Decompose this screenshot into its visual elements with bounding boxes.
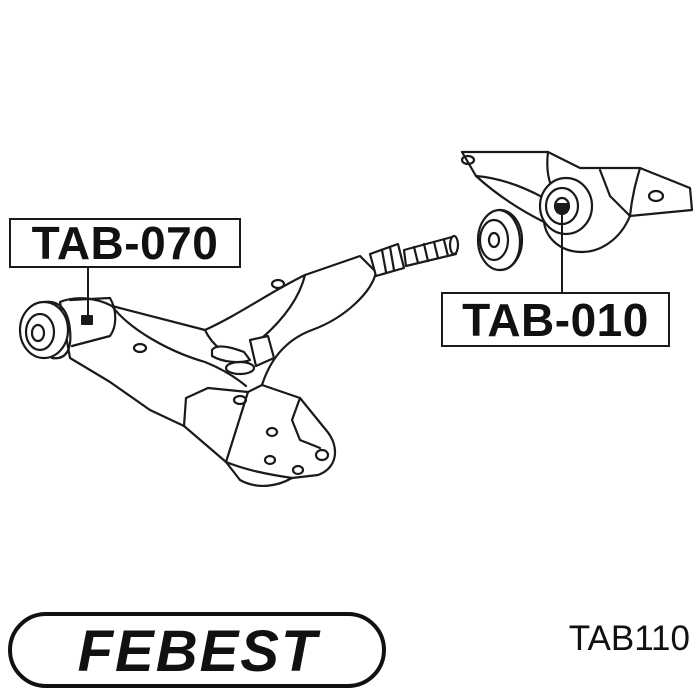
lower-control-arm bbox=[18, 234, 460, 487]
part-number: TAB110 bbox=[568, 619, 690, 658]
leader-marker-010 bbox=[556, 203, 568, 213]
leader-marker-070 bbox=[81, 315, 93, 325]
rear-bushing-bracket bbox=[460, 150, 694, 272]
callout-tab-010: TAB-010 bbox=[441, 292, 670, 347]
febest-logo: FEBEST bbox=[8, 612, 386, 688]
brand-logo-text: FEBEST bbox=[78, 619, 321, 684]
leader-lines bbox=[81, 203, 568, 325]
callout-tab-070: TAB-070 bbox=[9, 217, 241, 269]
